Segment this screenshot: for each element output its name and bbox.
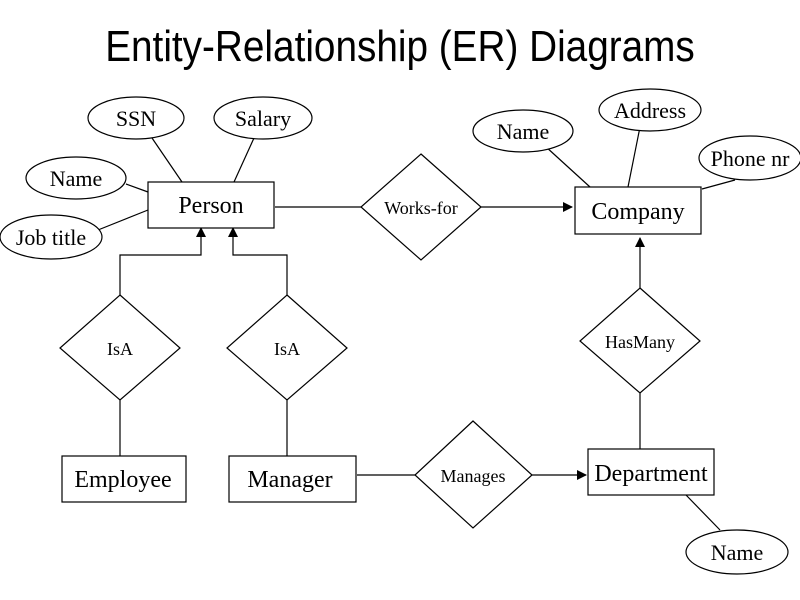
rel-hasmany-diamond: [579, 287, 701, 394]
connector-name-person: [125, 183, 149, 193]
rel-isa-employee-diamond: [59, 294, 181, 401]
connector-department-name: [685, 494, 721, 531]
attr-phone-label: Phone nr: [711, 146, 791, 171]
connector-address-company: [627, 126, 641, 188]
entity-department-box: [587, 448, 715, 496]
connector-name-company: [544, 145, 591, 188]
entity-manager-label: Manager: [247, 467, 332, 493]
edge-isa2-person: [228, 227, 288, 295]
entity-person-box: [147, 181, 275, 229]
rel-hasmany-label: HasMany: [605, 332, 675, 352]
connector-salary-person: [233, 137, 255, 183]
rel-isa-manager-diamond: [226, 294, 348, 401]
attr-company-name-ellipse: [472, 109, 574, 153]
rel-worksfor-label: Works-for: [384, 198, 458, 218]
attr-jobtitle-label: Job title: [16, 225, 86, 250]
rel-isa-manager-label: IsA: [274, 339, 300, 359]
attr-person-name-ellipse: [25, 156, 127, 200]
entity-employee-label: Employee: [74, 467, 171, 493]
attr-department-name-ellipse: [685, 529, 789, 575]
attr-address-ellipse: [598, 88, 702, 132]
attr-salary-label: Salary: [235, 106, 291, 131]
attr-phone-ellipse: [698, 135, 800, 181]
attr-person-name-label: Name: [50, 166, 103, 191]
attr-address-label: Address: [614, 98, 686, 123]
connector-jobtitle-person: [97, 209, 149, 231]
connector-phone-company: [701, 179, 736, 190]
entity-company-label: Company: [591, 199, 684, 225]
rel-worksfor-diamond: [360, 153, 482, 261]
attr-ssn-ellipse: [87, 96, 185, 140]
entity-person-label: Person: [178, 193, 243, 219]
diagram-title: Entity-Relationship (ER) Diagrams: [105, 22, 695, 71]
rel-isa-employee-label: IsA: [107, 339, 133, 359]
attr-ssn-label: SSN: [116, 106, 156, 131]
connector-ssn-person: [151, 137, 183, 183]
attr-department-name-label: Name: [711, 540, 764, 565]
rel-manages-diamond: [414, 420, 533, 529]
attr-company-name-label: Name: [497, 119, 550, 144]
attr-salary-ellipse: [213, 96, 313, 140]
entity-department-label: Department: [594, 461, 708, 487]
edge-isa1-person: [119, 227, 206, 295]
rel-manages-label: Manages: [441, 466, 506, 486]
entity-employee-box: [61, 455, 187, 503]
entity-company-box: [574, 186, 702, 235]
entity-manager-box: [228, 455, 357, 503]
attr-jobtitle-ellipse: [0, 214, 103, 260]
